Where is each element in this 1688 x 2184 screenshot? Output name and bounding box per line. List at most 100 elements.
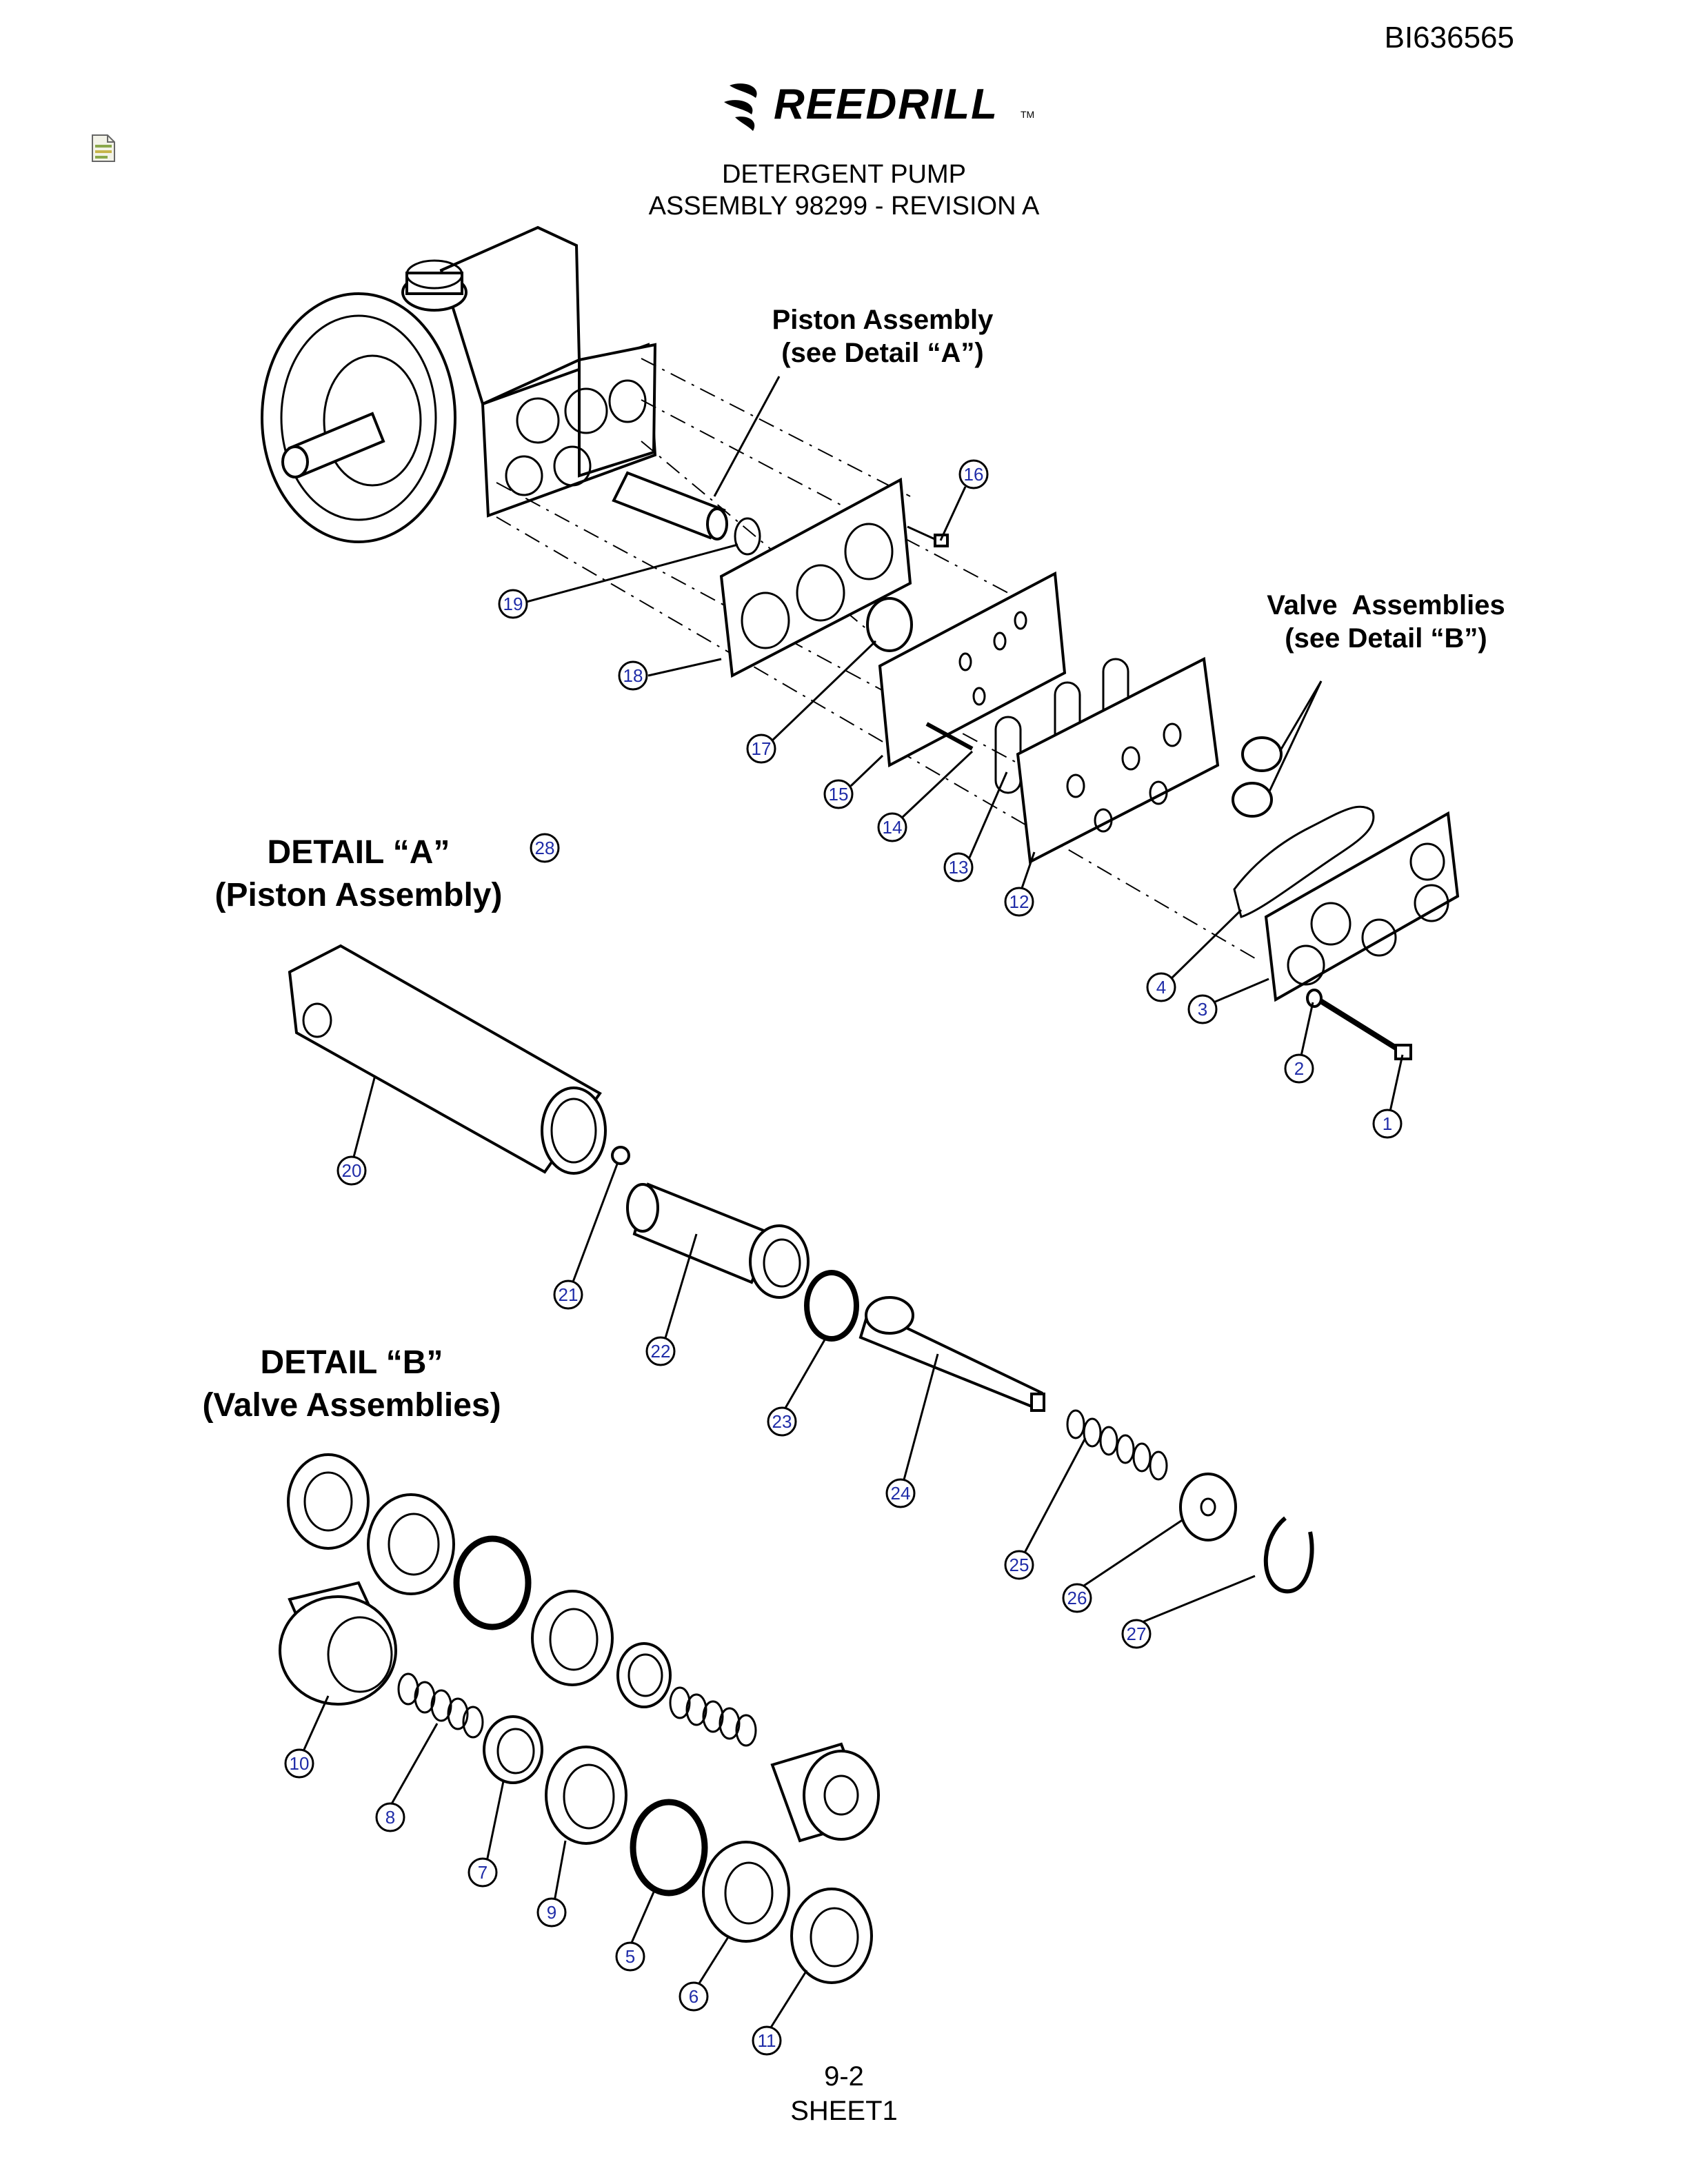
valve-seat-9a: [531, 1590, 614, 1686]
pump-body: [261, 225, 657, 543]
spring-8b: [669, 1686, 757, 1747]
callout-14: 14: [877, 812, 907, 842]
svg-text:15: 15: [829, 784, 849, 805]
valve-assemblies-title: Valve Assemblies: [1267, 590, 1505, 620]
callout-9: 9: [536, 1897, 567, 1928]
valve-cage-10: [279, 1581, 397, 1706]
leader-lines: [302, 376, 1404, 2030]
callout-18: 18: [618, 660, 648, 691]
svg-text:3: 3: [1198, 999, 1207, 1020]
document-icon[interactable]: [91, 134, 116, 163]
svg-text:17: 17: [752, 738, 772, 759]
ball-21: [611, 1146, 630, 1165]
svg-text:8: 8: [385, 1807, 395, 1828]
brand-name: REEDRILL: [774, 81, 998, 128]
washer-26: [1179, 1473, 1237, 1541]
callout-26: 26: [1062, 1583, 1092, 1613]
callout-10: 10: [284, 1748, 314, 1779]
piston-assembly-ref: (see Detail “A”): [781, 338, 984, 368]
callout-19: 19: [498, 589, 528, 619]
title-line-1: DETERGENT PUMP: [721, 160, 966, 189]
svg-text:19: 19: [503, 594, 523, 614]
detail-a-subtitle: (Piston Assembly): [214, 877, 503, 913]
callout-6: 6: [679, 1981, 709, 2012]
svg-text:11: 11: [758, 2030, 776, 2051]
bolt-14: [925, 722, 974, 751]
piston-assembly-small: [612, 471, 761, 556]
callout-5: 5: [615, 1941, 645, 1972]
callout-24: 24: [885, 1478, 916, 1508]
spring-8: [397, 1672, 484, 1739]
svg-text:12: 12: [1009, 891, 1029, 912]
sheet-label: SHEET1: [790, 2096, 898, 2126]
page-number: 9-2: [824, 2061, 864, 2092]
callout-3: 3: [1187, 994, 1218, 1024]
callout-17: 17: [746, 734, 776, 764]
valve-seat-9: [545, 1746, 627, 1845]
svg-text:7: 7: [478, 1862, 488, 1883]
callout-7: 7: [468, 1857, 498, 1888]
callout-21: 21: [553, 1280, 583, 1310]
svg-text:2: 2: [1294, 1058, 1304, 1079]
callout-20: 20: [336, 1155, 367, 1186]
callout-27: 27: [1121, 1619, 1152, 1649]
detail-a-title: DETAIL “A”: [267, 834, 450, 871]
plate-18: [719, 477, 913, 678]
svg-text:16: 16: [964, 464, 984, 485]
svg-text:23: 23: [772, 1411, 792, 1432]
callout-23: 23: [767, 1406, 797, 1437]
svg-text:24: 24: [891, 1483, 911, 1504]
bolt-1: [1306, 989, 1412, 1060]
valve-assemblies-label: Valve Assemblies (see Detail “B”): [1248, 589, 1524, 655]
callout-11: 11: [752, 2025, 782, 2056]
callout-22: 22: [645, 1336, 676, 1366]
gasket-4: [1233, 805, 1375, 918]
svg-text:21: 21: [559, 1284, 579, 1305]
svg-text:4: 4: [1156, 977, 1166, 998]
piston-assembly-label: Piston Assembly (see Detail “A”): [745, 303, 1021, 370]
svg-text:20: 20: [342, 1160, 362, 1181]
o-ring-5a: [453, 1535, 532, 1630]
svg-text:5: 5: [625, 1946, 635, 1967]
detail-b-subtitle: (Valve Assemblies): [202, 1387, 501, 1424]
svg-text:14: 14: [883, 817, 903, 838]
valve-assemblies-ref: (see Detail “B”): [1285, 623, 1487, 654]
valve-7a: [616, 1642, 672, 1708]
plate-15: [878, 571, 1067, 768]
detail-b-heading: DETAIL “B” (Valve Assemblies): [193, 1342, 510, 1427]
valve-assemblies-small: [1232, 736, 1283, 818]
trademark-mark: TM: [1021, 109, 1035, 120]
svg-text:10: 10: [290, 1753, 310, 1774]
svg-text:25: 25: [1009, 1555, 1029, 1575]
spring-25: [1066, 1409, 1168, 1481]
callout-16: 16: [958, 459, 989, 489]
retaining-ring-27: [1263, 1516, 1314, 1594]
valve-cage-10b: [770, 1742, 880, 1843]
o-ring-23: [804, 1270, 859, 1342]
piston-sleeve-20: [288, 944, 607, 1175]
callout-4: 4: [1146, 972, 1176, 1002]
callout-28: 28: [530, 833, 560, 863]
valve-seat-6: [702, 1841, 790, 1943]
svg-text:22: 22: [651, 1341, 671, 1362]
svg-text:26: 26: [1067, 1588, 1087, 1608]
svg-text:1: 1: [1383, 1113, 1392, 1134]
valve-seat-6a: [367, 1493, 455, 1595]
callout-1: 1: [1372, 1109, 1403, 1139]
brand-logo: REEDRILL TM: [717, 74, 1034, 136]
svg-text:9: 9: [547, 1902, 556, 1923]
svg-text:6: 6: [689, 1986, 699, 2007]
reedrill-logo-icon: [724, 83, 757, 131]
document-id: BI636565: [1384, 21, 1514, 54]
head-3: [1264, 811, 1460, 1002]
manifold-12: [1016, 656, 1220, 865]
plunger-24: [858, 1296, 1045, 1412]
detail-b-title: DETAIL “B”: [260, 1344, 443, 1381]
svg-text:18: 18: [623, 665, 643, 686]
callout-15: 15: [823, 779, 854, 809]
svg-text:27: 27: [1127, 1624, 1147, 1644]
svg-text:28: 28: [535, 838, 555, 858]
valve-7: [483, 1715, 543, 1784]
callout-25: 25: [1004, 1550, 1034, 1580]
